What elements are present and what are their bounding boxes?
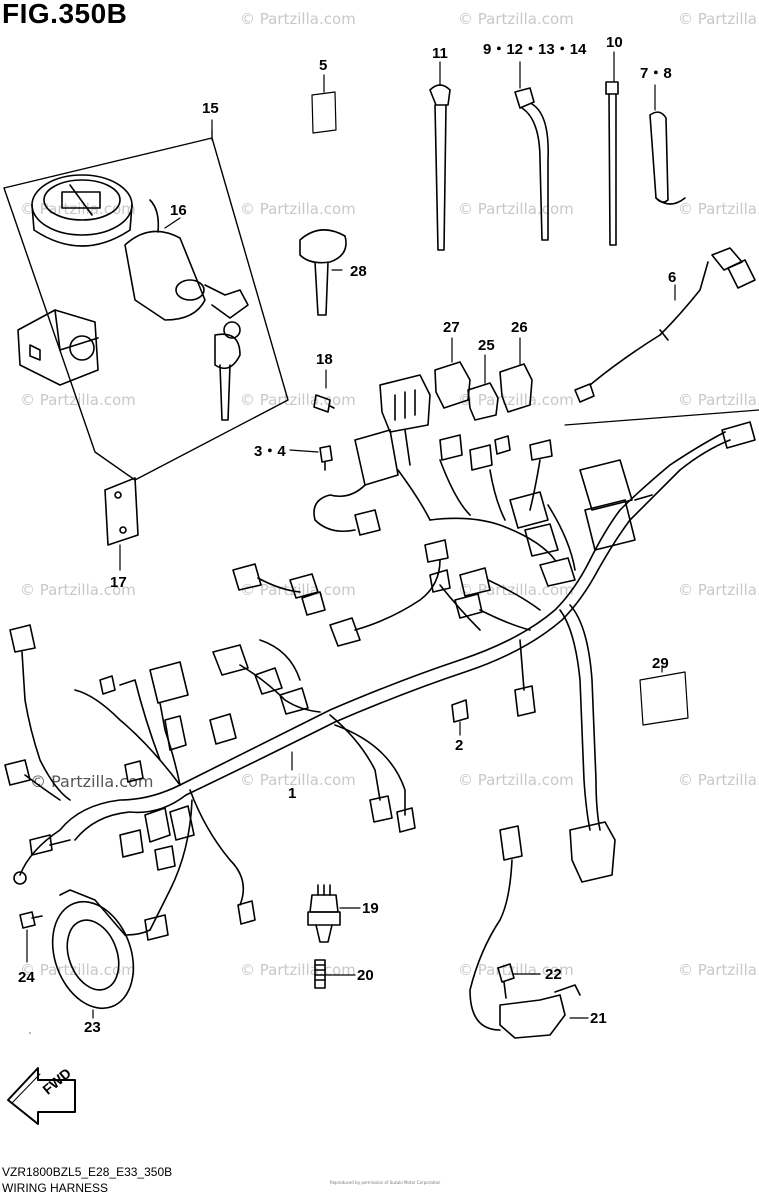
watermark: © Partzilla.com bbox=[458, 961, 574, 979]
screw bbox=[313, 369, 335, 413]
label-sticker-5 bbox=[311, 74, 337, 134]
bolt-22 bbox=[497, 963, 541, 999]
figure-code: VZR1800BZL5_E28_E33_350B bbox=[2, 1165, 173, 1179]
callout-24: 24 bbox=[18, 969, 35, 986]
callout-5: 5 bbox=[319, 57, 328, 74]
watermark: © Partzilla.com bbox=[240, 391, 356, 409]
watermark: © Partzilla.com bbox=[678, 10, 759, 28]
clamp-band-9 bbox=[514, 61, 549, 241]
watermark: © Partzilla.com bbox=[20, 391, 136, 409]
watermark: © Partzilla.com bbox=[20, 961, 136, 979]
callout-3-4: 3・4 bbox=[254, 443, 286, 460]
watermark: © Partzilla.com bbox=[20, 200, 136, 218]
forward-arrow-icon bbox=[7, 1067, 76, 1125]
callout-21: 21 bbox=[590, 1010, 607, 1027]
fuse-box bbox=[379, 374, 431, 433]
seat-lock-cap bbox=[31, 174, 133, 247]
horn bbox=[51, 889, 135, 1019]
callout-17: 17 bbox=[110, 574, 127, 591]
callout-20: 20 bbox=[357, 967, 374, 984]
figure-caption: WIRING HARNESS bbox=[2, 1181, 109, 1195]
watermark: © Partzilla.com bbox=[678, 771, 759, 789]
relay-26 bbox=[499, 337, 533, 413]
callout-23: 23 bbox=[84, 1019, 101, 1036]
watermark: © Partzilla.com bbox=[458, 200, 574, 218]
callout-25: 25 bbox=[478, 337, 495, 354]
watermark: © Partzilla.com bbox=[240, 10, 356, 28]
watermark-large: © Partzilla.com bbox=[30, 772, 154, 791]
callout-11: 11 bbox=[432, 45, 448, 62]
lock-holder bbox=[17, 309, 99, 386]
blank-key bbox=[299, 229, 347, 316]
watermark: © Partzilla.com bbox=[678, 200, 759, 218]
watermark: © Partzilla.com bbox=[458, 10, 574, 28]
watermark: © Partzilla.com bbox=[678, 961, 759, 979]
lock-plate bbox=[104, 477, 139, 571]
watermark: © Partzilla.com bbox=[240, 771, 356, 789]
callout-22: 22 bbox=[545, 966, 562, 983]
callout-6: 6 bbox=[668, 269, 677, 286]
relay-25 bbox=[467, 354, 499, 421]
watermark: © Partzilla.com bbox=[458, 391, 574, 409]
callout-15: 15 bbox=[202, 100, 219, 117]
main-wiring-harness bbox=[4, 421, 756, 941]
leader-line bbox=[564, 409, 759, 426]
copyright-note: Reproduced by permission of Suzuki Motor… bbox=[330, 1180, 441, 1185]
watermark: © Partzilla.com bbox=[240, 581, 356, 599]
callout-10: 10 bbox=[606, 34, 623, 51]
watermark: © Partzilla.com bbox=[240, 200, 356, 218]
cable-tie-10 bbox=[605, 51, 619, 246]
label-sticker-29 bbox=[639, 665, 689, 726]
callout-28: 28 bbox=[350, 263, 367, 280]
callout-16: 16 bbox=[170, 202, 187, 219]
callout-2: 2 bbox=[455, 737, 464, 754]
callout-1: 1 bbox=[288, 785, 297, 802]
sub-wiring-harness-6 bbox=[574, 247, 756, 403]
callout-19: 19 bbox=[362, 900, 379, 917]
relay-27 bbox=[434, 337, 471, 409]
callout-7-8: 7・8 bbox=[640, 65, 672, 82]
spring-pin bbox=[314, 959, 356, 989]
watermark: © Partzilla.com bbox=[458, 581, 574, 599]
callout-9-12-13-14: 9・12・13・14 bbox=[483, 41, 587, 58]
watermark: © Partzilla.com bbox=[458, 771, 574, 789]
watermark: © Partzilla.com bbox=[678, 581, 759, 599]
watermark: © Partzilla.com bbox=[240, 961, 356, 979]
callout-18: 18 bbox=[316, 351, 333, 368]
neutral-switch bbox=[307, 884, 361, 943]
watermark: © Partzilla.com bbox=[20, 581, 136, 599]
callout-26: 26 bbox=[511, 319, 528, 336]
watermark: © Partzilla.com bbox=[678, 391, 759, 409]
ignition-lock-cylinder bbox=[124, 199, 249, 421]
callout-29: 29 bbox=[652, 655, 669, 672]
clamp-band-11 bbox=[429, 61, 451, 251]
callout-27: 27 bbox=[443, 319, 460, 336]
clamp-7-8 bbox=[649, 84, 686, 205]
figure-title: FIG.350B bbox=[2, 0, 128, 29]
sensor bbox=[469, 825, 589, 1039]
bolt-24 bbox=[19, 911, 43, 963]
fuse-3-4 bbox=[319, 445, 333, 471]
